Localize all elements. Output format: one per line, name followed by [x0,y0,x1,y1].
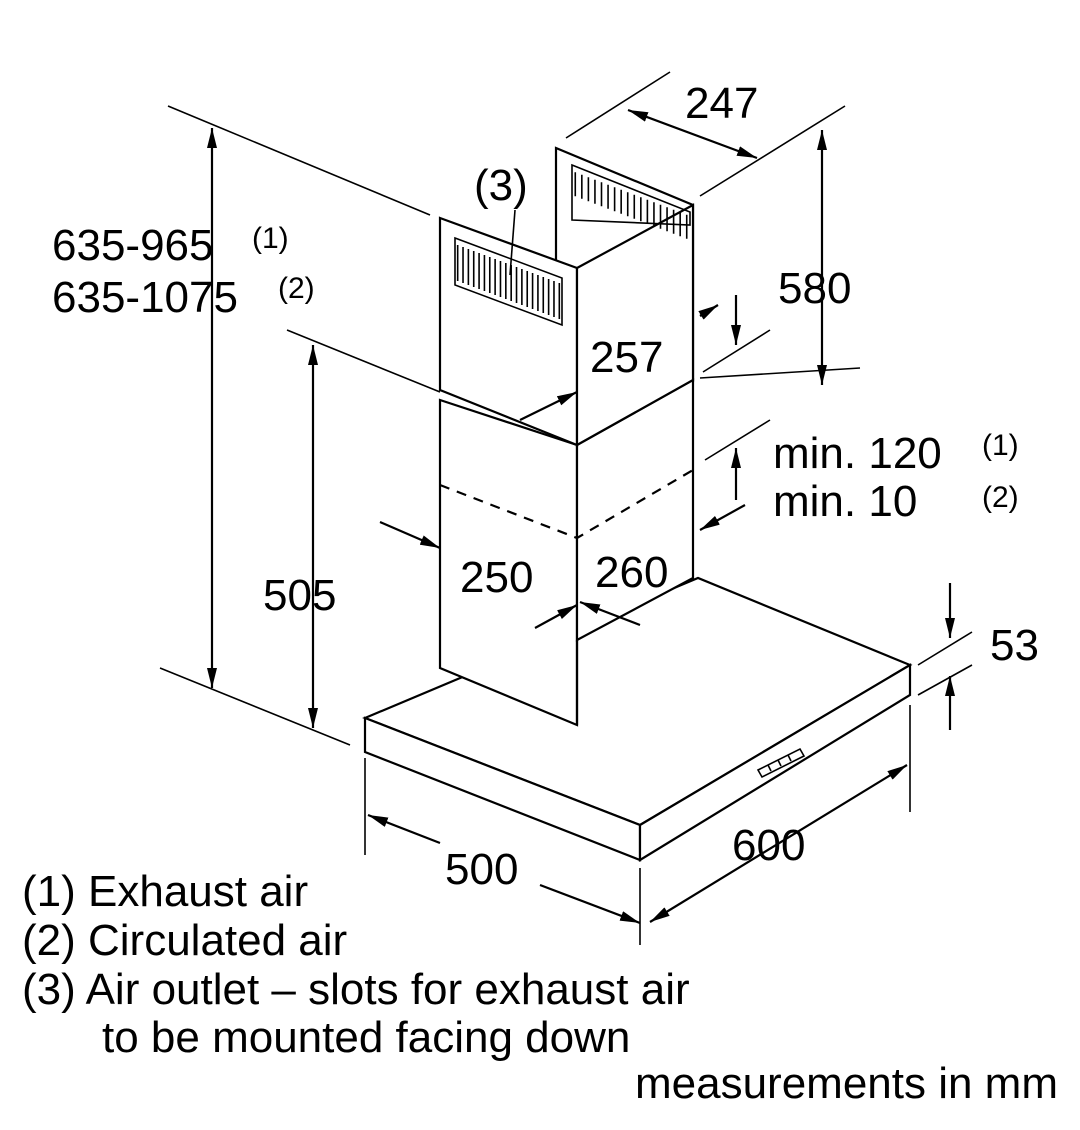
lower-chimney [438,378,695,727]
legend-item-air-outlet-cont: to be mounted facing down [102,1013,630,1062]
overlap-2-note: (2) [982,481,1019,514]
hood-width-label: 600 [732,821,805,870]
dimension-lines [159,71,973,945]
lower-chimney-depth-label: 250 [460,553,533,602]
lower-chimney-width-label: 260 [595,548,668,597]
total-height-1-label: 635-965 [52,221,213,270]
upper-chimney-width-label: 257 [590,333,663,382]
air-outlet-ref-label: (3) [474,161,528,210]
lower-chimney-height-label: 505 [263,571,336,620]
legend-item-exhaust-air: (1) Exhaust air [22,867,308,916]
total-height-1-note: (1) [252,222,289,255]
legend-item-air-outlet: (3) Air outlet – slots for exhaust air [22,965,690,1014]
total-height-2-label: 635-1075 [52,273,238,322]
hood-depth-label: 500 [445,845,518,894]
legend-item-circulated-air: (2) Circulated air [22,916,347,965]
overlap-1-note: (1) [982,429,1019,462]
total-height-2-note: (2) [278,272,315,305]
hood-thickness-label: 53 [990,621,1039,670]
overlap-2-label: min. 10 [773,477,917,526]
air-outlet-slots-back [571,163,691,226]
units-note: measurements in mm [635,1059,1058,1108]
upper-chimney [438,146,695,447]
chimney-depth-label: 247 [685,79,758,128]
overlap-1-label: min. 120 [773,429,942,478]
upper-chimney-height-label: 580 [778,264,851,313]
air-outlet-slots-front [454,236,563,327]
